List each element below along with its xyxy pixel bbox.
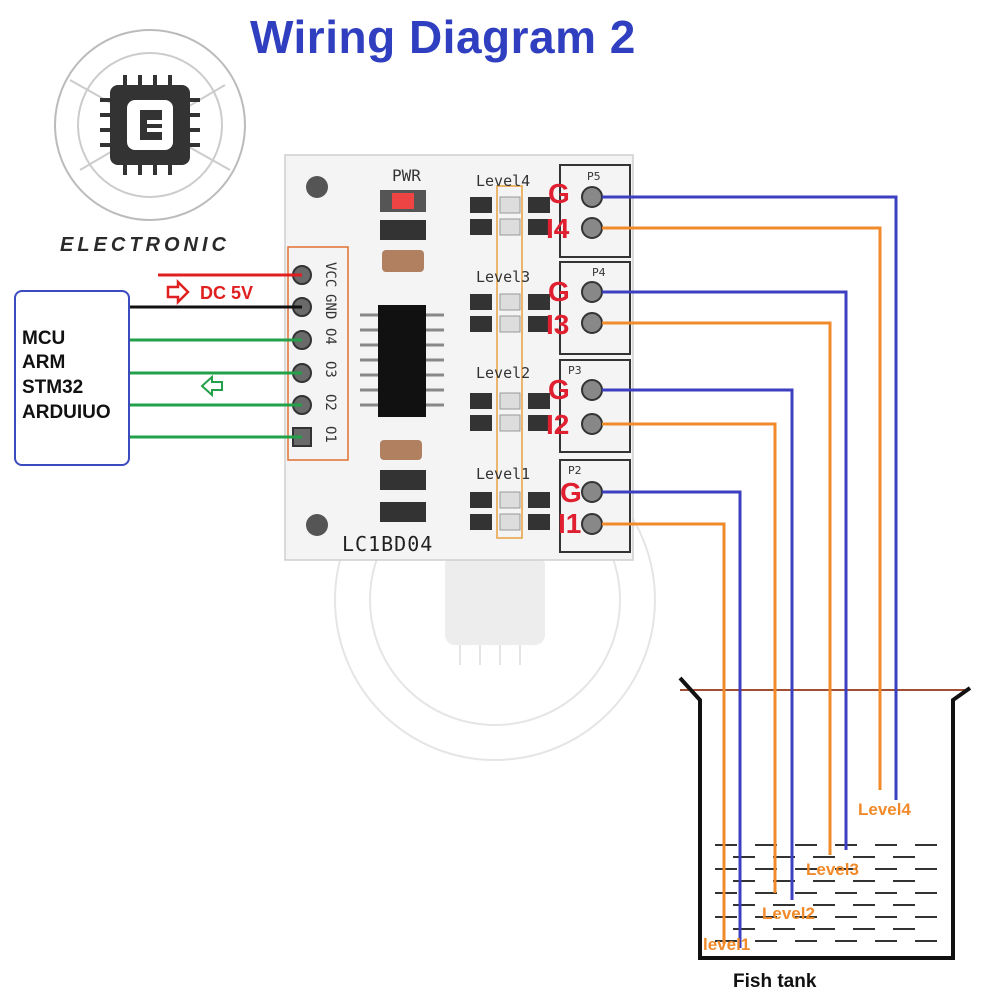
led (499, 414, 521, 432)
terminal-block (559, 459, 631, 553)
resistor (470, 415, 492, 431)
terminal-pad (581, 481, 603, 503)
led (499, 491, 521, 509)
page-title: Wiring Diagram 2 (250, 11, 636, 63)
mcu-label: ARM (22, 352, 66, 373)
tank-level-label: level1 (703, 935, 751, 954)
input-arrow-icon (200, 374, 223, 398)
led (499, 196, 521, 214)
resistor (528, 294, 550, 310)
header-label-o2: O2 (322, 394, 338, 411)
led (499, 513, 521, 531)
brand-logo (54, 29, 246, 221)
header-label-gnd: GND (322, 294, 338, 320)
tank-level-label: Level2 (762, 904, 815, 923)
pin-label-i1: I1 (558, 508, 582, 539)
ground-probe-wire (602, 195, 898, 800)
mcu-wires (126, 273, 302, 439)
mcu-label: STM32 (22, 377, 84, 398)
led (499, 315, 521, 333)
probe-wires (602, 195, 898, 948)
tank-level-label: Level3 (806, 860, 859, 879)
ground-probe-wire (602, 388, 794, 900)
resistor (528, 393, 550, 409)
pin-label-i2: I2 (546, 409, 570, 440)
header-label-vcc: VCC (322, 262, 338, 288)
dc-arrow-icon (166, 278, 190, 306)
connector-label: P2 (568, 464, 582, 477)
signal-probe-wire (602, 321, 832, 855)
terminal-pad (581, 312, 603, 334)
terminal-block (559, 164, 631, 258)
terminal-pad (581, 413, 603, 435)
terminal-pad (581, 379, 603, 401)
pin-label-g2: G (548, 374, 570, 405)
level-components (470, 196, 550, 531)
led (499, 293, 521, 311)
pin-label-g1: G (560, 477, 582, 508)
resistor (528, 316, 550, 332)
led (499, 392, 521, 410)
pin-label-i3: I3 (546, 309, 570, 340)
resistor (470, 393, 492, 409)
resistor (528, 514, 550, 530)
resistor (470, 316, 492, 332)
signal-probe-wire (602, 226, 882, 790)
level-silkscreen: Level3 (476, 268, 531, 286)
resistor (470, 219, 492, 235)
terminal-pad (581, 281, 603, 303)
level-silkscreen: Level4 (476, 172, 531, 190)
connector-label: P5 (587, 170, 601, 183)
resistor (470, 492, 492, 508)
resistor (528, 492, 550, 508)
terminal-pad (581, 186, 603, 208)
connector-label: P4 (592, 266, 606, 279)
terminal-connectors (559, 164, 631, 553)
terminal-pad (581, 513, 603, 535)
signal-probe-wire (602, 522, 726, 944)
mcu-label: MCU (22, 328, 66, 349)
header-label-o3: O3 (322, 361, 338, 378)
ground-probe-wire (602, 490, 742, 948)
power-label: DC 5V (200, 283, 254, 303)
resistor (470, 514, 492, 530)
led (499, 218, 521, 236)
level-silkscreen: Level1 (476, 465, 531, 483)
pin-label-i4: I4 (546, 213, 570, 244)
board-name: LC1BD04 (342, 532, 434, 556)
signal-probe-wire (602, 422, 777, 893)
terminal-block (559, 359, 631, 453)
ground-probe-wire (602, 290, 848, 850)
mcu-label: ARDUIUO (22, 402, 111, 423)
resistor (470, 294, 492, 310)
level-silkscreen: Level2 (476, 364, 531, 382)
pin-label-g3: G (548, 276, 570, 307)
pin-label-g4: G (548, 178, 570, 209)
brand-name: ELECTRONIC (60, 234, 230, 256)
resistor (528, 219, 550, 235)
tank-level-label: Level4 (858, 800, 911, 819)
terminal-block (559, 261, 631, 355)
fish-tank (678, 676, 972, 960)
tank-caption: Fish tank (733, 971, 817, 992)
pwr-silkscreen: PWR (392, 166, 421, 185)
terminal-pad (581, 217, 603, 239)
header-label-o1: O1 (322, 426, 338, 443)
resistor (528, 197, 550, 213)
header-label-o4: O4 (322, 328, 338, 345)
connector-label: P3 (568, 364, 582, 377)
resistor (528, 415, 550, 431)
mcu-box: MCU ARM STM32 ARDUIUO (14, 290, 130, 466)
resistor (470, 197, 492, 213)
